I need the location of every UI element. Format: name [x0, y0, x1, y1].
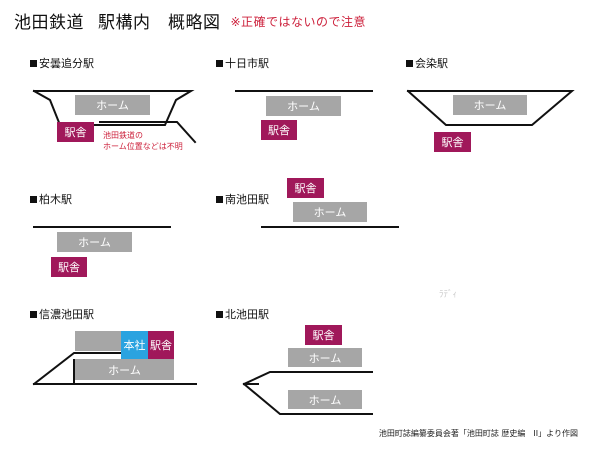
- station-name-kita-ikeda: 北池田駅: [225, 308, 269, 321]
- platform-shinano-ikeda-upper: [75, 331, 121, 351]
- platform-aizome: ホーム: [453, 95, 527, 115]
- bullet-square-icon: [30, 60, 37, 67]
- station-name-aizome: 会染駅: [415, 57, 448, 70]
- page-title: 池田鉄道駅構内 概略図 ※正確ではないので注意: [14, 8, 366, 33]
- head-office-shinano-ikeda: 本社: [121, 331, 148, 359]
- section-minami-ikeda: 南池田駅: [216, 191, 269, 207]
- title-note: ※正確ではないので注意: [230, 15, 367, 29]
- station-name-anbaoi: 安曇追分駅: [39, 57, 94, 70]
- track-kita-ikeda-upper: [242, 371, 373, 386]
- platform-minami-ikeda: ホーム: [293, 202, 367, 222]
- section-kita-ikeda: 北池田駅: [216, 306, 269, 322]
- station-building-kashiwagi: 駅舎: [51, 257, 87, 277]
- platform-tokaichi: ホーム: [266, 96, 341, 116]
- track-aizome: [406, 89, 575, 126]
- track-kita-ikeda-lower: [242, 382, 373, 415]
- track-anbaoi-branch: [99, 121, 197, 144]
- bullet-square-icon: [30, 196, 37, 203]
- station-name-tokaichi: 十日市駅: [225, 57, 269, 70]
- section-aizome: 会染駅: [406, 55, 448, 71]
- note-anbaoi: 池田鉄道の ホーム位置などは不明: [103, 130, 183, 152]
- station-building-tokaichi: 駅舎: [261, 120, 297, 140]
- note-anbaoi-line2: ホーム位置などは不明: [103, 142, 183, 151]
- section-kashiwagi: 柏木駅: [30, 191, 72, 207]
- platform-kita-ikeda-upper: ホーム: [288, 348, 362, 367]
- station-name-shinano-ikeda: 信濃池田駅: [39, 308, 94, 321]
- track-anbaoi-main: [32, 89, 195, 126]
- title-sub: 駅構内 概略図: [98, 13, 221, 33]
- section-tokaichi: 十日市駅: [216, 55, 269, 71]
- platform-kita-ikeda-lower: ホーム: [288, 390, 362, 409]
- station-building-aizome: 駅舎: [434, 132, 471, 152]
- station-name-kashiwagi: 柏木駅: [39, 193, 72, 206]
- note-anbaoi-line1: 池田鉄道の: [103, 131, 143, 140]
- section-shinano-ikeda: 信濃池田駅: [30, 306, 94, 322]
- bullet-square-icon: [216, 60, 223, 67]
- station-building-anbaoi: 駅舎: [57, 122, 94, 142]
- watermark: ﾗﾃﾞｨ: [439, 290, 458, 300]
- station-building-shinano-ikeda: 駅舎: [148, 331, 174, 359]
- station-name-minami-ikeda: 南池田駅: [225, 193, 269, 206]
- bullet-square-icon: [30, 311, 37, 318]
- credit-text: 池田町誌編纂委員会著「池田町誌 歴史編 II」より作図: [378, 429, 578, 438]
- bullet-square-icon: [406, 60, 413, 67]
- title-main: 池田鉄道: [14, 13, 84, 33]
- station-building-kita-ikeda: 駅舎: [305, 325, 342, 345]
- bullet-square-icon: [216, 311, 223, 318]
- bullet-square-icon: [216, 196, 223, 203]
- platform-kashiwagi: ホーム: [57, 232, 132, 252]
- section-anbaoi: 安曇追分駅: [30, 55, 94, 71]
- platform-anbaoi: ホーム: [75, 95, 150, 115]
- platform-shinano-ikeda: ホーム: [75, 359, 174, 380]
- station-building-minami-ikeda: 駅舎: [287, 178, 324, 198]
- track-shinano-ikeda-siding: [32, 352, 121, 386]
